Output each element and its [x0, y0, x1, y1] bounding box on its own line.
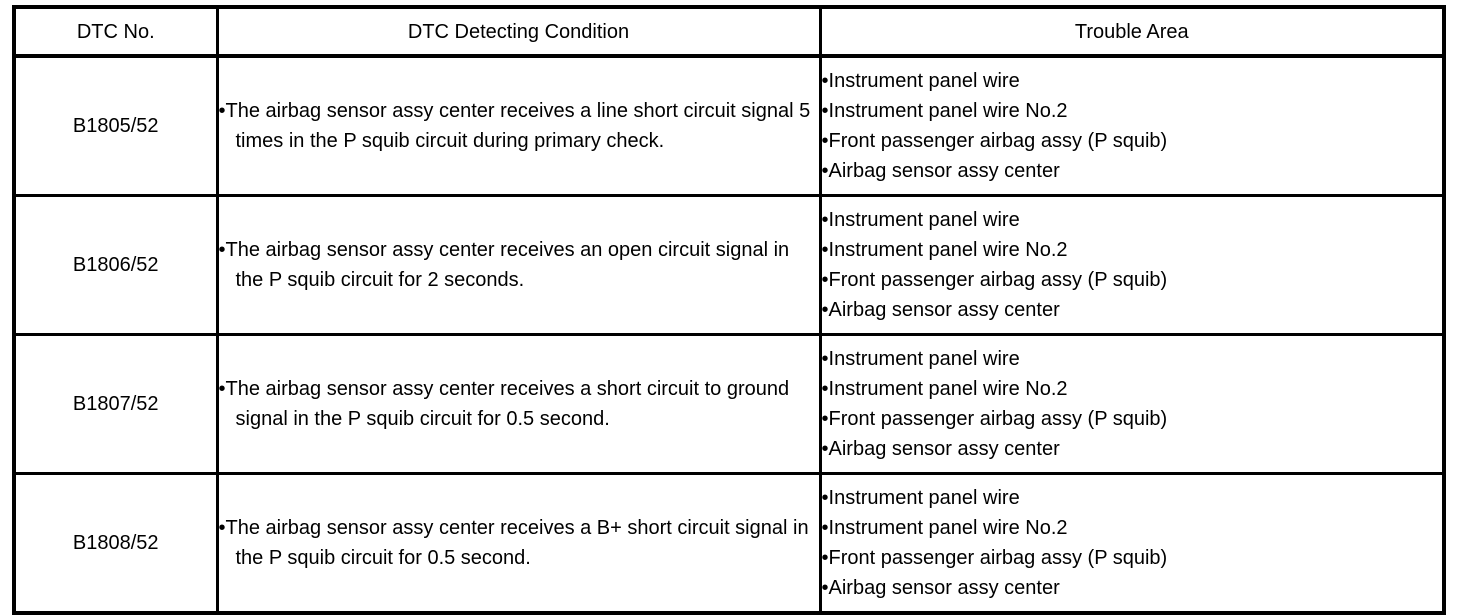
trouble-area-cell: Instrument panel wireInstrument panel wi…: [818, 54, 1446, 197]
trouble-area-bullet: Front passenger airbag assy (P squib): [822, 126, 1443, 156]
dtc-table-body: B1805/52The airbag sensor assy center re…: [12, 54, 1446, 615]
trouble-area-bullet: Instrument panel wire: [822, 344, 1443, 374]
trouble-area-bullet: Airbag sensor assy center: [822, 573, 1443, 603]
trouble-area-cell: Instrument panel wireInstrument panel wi…: [818, 333, 1446, 475]
trouble-area-bullet: Instrument panel wire No.2: [822, 513, 1443, 543]
detecting-condition-cell: The airbag sensor assy center receives a…: [215, 333, 822, 475]
trouble-area-bullet: Front passenger airbag assy (P squib): [822, 543, 1443, 573]
condition-bullet: The airbag sensor assy center receives a…: [219, 513, 819, 573]
col-header-dtc-no: DTC No.: [12, 5, 219, 58]
trouble-area-bullet: Instrument panel wire: [822, 483, 1443, 513]
condition-bullet: The airbag sensor assy center receives a…: [219, 374, 819, 434]
table-row: B1805/52The airbag sensor assy center re…: [12, 54, 1446, 197]
dtc-no-cell: B1807/52: [12, 333, 219, 475]
condition-bullet: The airbag sensor assy center receives a…: [219, 235, 819, 295]
condition-bullet: The airbag sensor assy center receives a…: [219, 96, 819, 156]
dtc-no-cell: B1806/52: [12, 194, 219, 336]
dtc-no-cell: B1805/52: [12, 54, 219, 197]
detecting-condition-cell: The airbag sensor assy center receives a…: [215, 194, 822, 336]
col-header-trouble-area: Trouble Area: [818, 5, 1446, 58]
dtc-table: DTC No. DTC Detecting Condition Trouble …: [12, 5, 1446, 615]
detecting-condition-cell: The airbag sensor assy center receives a…: [215, 54, 822, 197]
trouble-area-bullet: Instrument panel wire: [822, 66, 1443, 96]
table-row: B1806/52The airbag sensor assy center re…: [12, 194, 1446, 336]
table-row: B1808/52The airbag sensor assy center re…: [12, 472, 1446, 615]
trouble-area-bullet: Airbag sensor assy center: [822, 156, 1443, 186]
dtc-no-cell: B1808/52: [12, 472, 219, 615]
trouble-area-bullet: Instrument panel wire No.2: [822, 96, 1443, 126]
header-row: DTC No. DTC Detecting Condition Trouble …: [12, 5, 1446, 58]
dtc-table-header: DTC No. DTC Detecting Condition Trouble …: [12, 5, 1446, 58]
document-page: DTC No. DTC Detecting Condition Trouble …: [0, 0, 1472, 602]
trouble-area-bullet: Airbag sensor assy center: [822, 434, 1443, 464]
trouble-area-bullet: Instrument panel wire: [822, 205, 1443, 235]
trouble-area-bullet: Instrument panel wire No.2: [822, 235, 1443, 265]
table-row: B1807/52The airbag sensor assy center re…: [12, 333, 1446, 475]
trouble-area-cell: Instrument panel wireInstrument panel wi…: [818, 194, 1446, 336]
detecting-condition-cell: The airbag sensor assy center receives a…: [215, 472, 822, 615]
trouble-area-bullet: Airbag sensor assy center: [822, 295, 1443, 325]
trouble-area-bullet: Front passenger airbag assy (P squib): [822, 265, 1443, 295]
trouble-area-bullet: Instrument panel wire No.2: [822, 374, 1443, 404]
trouble-area-bullet: Front passenger airbag assy (P squib): [822, 404, 1443, 434]
trouble-area-cell: Instrument panel wireInstrument panel wi…: [818, 472, 1446, 615]
col-header-detecting-condition: DTC Detecting Condition: [215, 5, 822, 58]
